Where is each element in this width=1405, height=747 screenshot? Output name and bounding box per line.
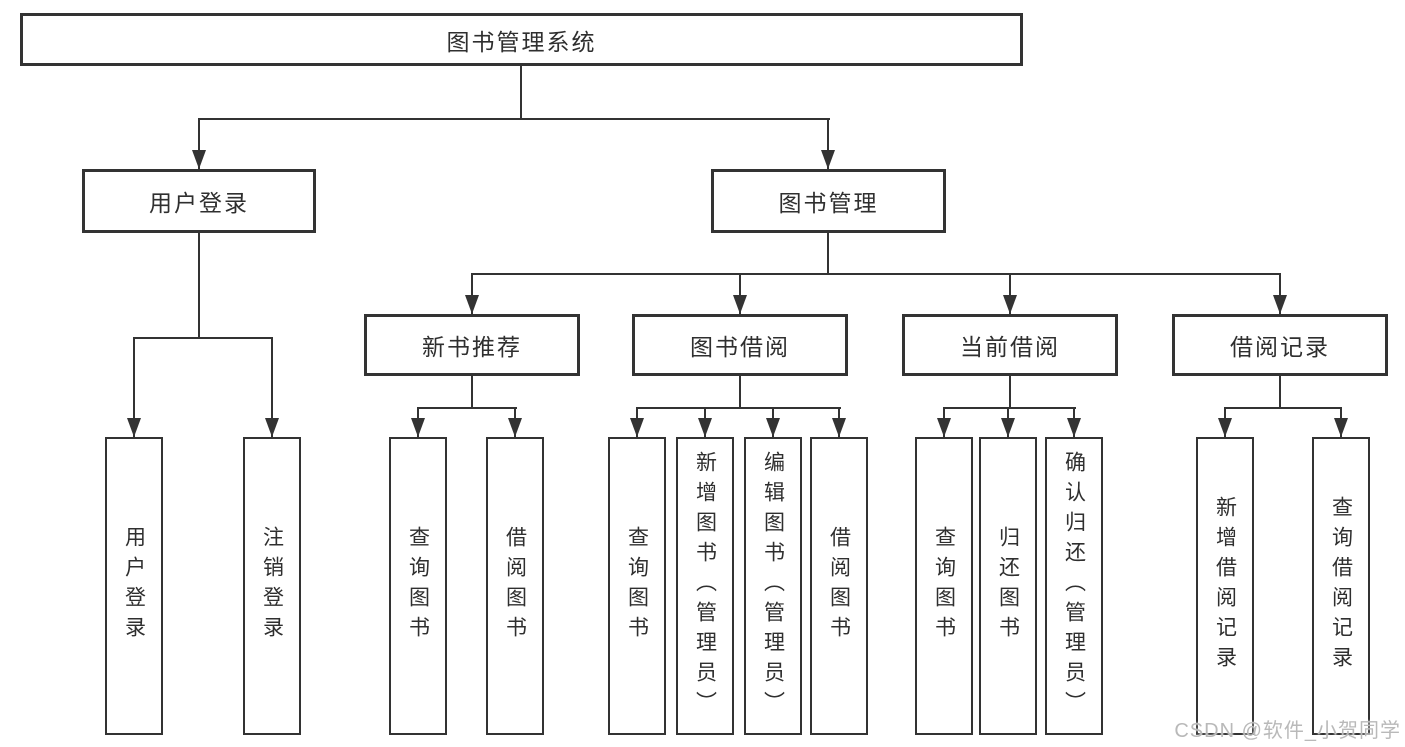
leaf-logout: 注销登录: [243, 437, 301, 735]
leaf-label: 查询图书: [625, 526, 649, 646]
leaf-user-login: 用户登录: [105, 437, 163, 735]
connector-line: [198, 233, 200, 339]
connector-line: [133, 337, 273, 339]
leaf-label: 新增借阅记录: [1213, 496, 1237, 676]
csdn-watermark: CSDN @软件_小贺同学: [1174, 720, 1401, 742]
arrow-down-icon: [192, 118, 206, 169]
leaf-add-books-admin: 新增图书（管理员）: [676, 437, 734, 735]
arrow-down-icon: [832, 407, 846, 437]
connector-line: [520, 64, 522, 120]
arrow-down-icon: [1273, 273, 1287, 314]
connector-line: [198, 118, 830, 120]
arrow-down-icon: [265, 337, 279, 437]
arrow-down-icon: [733, 273, 747, 314]
leaf-label: 编辑图书（管理员）: [761, 451, 785, 721]
leaf-label: 查询图书: [932, 526, 956, 646]
node-borrow-records: 借阅记录: [1172, 314, 1388, 376]
connector-line: [739, 376, 741, 409]
leaf-query-borrow-record: 查询借阅记录: [1312, 437, 1370, 735]
node-root-library-system: 图书管理系统: [20, 13, 1023, 66]
connector-line: [471, 376, 473, 409]
leaf-query-books-current: 查询图书: [915, 437, 973, 735]
connector-line: [1009, 376, 1011, 409]
node-current-borrow: 当前借阅: [902, 314, 1118, 376]
arrow-down-icon: [1334, 407, 1348, 437]
connector-line: [636, 407, 841, 409]
arrow-down-icon: [821, 118, 835, 169]
connector-line: [943, 407, 1076, 409]
arrow-down-icon: [1218, 407, 1232, 437]
leaf-label: 新增图书（管理员）: [693, 451, 717, 721]
leaf-return-books: 归还图书: [979, 437, 1037, 735]
node-user-login: 用户登录: [82, 169, 316, 233]
arrow-down-icon: [127, 337, 141, 437]
leaf-query-books-borrow: 查询图书: [608, 437, 666, 735]
arrow-down-icon: [1001, 407, 1015, 437]
arrow-down-icon: [508, 407, 522, 437]
node-book-management: 图书管理: [711, 169, 946, 233]
arrow-down-icon: [937, 407, 951, 437]
leaf-borrow-books: 借阅图书: [810, 437, 868, 735]
leaf-borrow-books-recommend: 借阅图书: [486, 437, 544, 735]
leaf-label: 借阅图书: [827, 526, 851, 646]
leaf-label: 注销登录: [260, 526, 284, 646]
leaf-confirm-return-admin: 确认归还（管理员）: [1045, 437, 1103, 735]
arrow-down-icon: [1003, 273, 1017, 314]
connector-line: [471, 273, 1281, 275]
arrow-down-icon: [1067, 407, 1081, 437]
connector-line: [1279, 376, 1281, 409]
arrow-down-icon: [465, 273, 479, 314]
leaf-query-books-recommend: 查询图书: [389, 437, 447, 735]
connector-line: [417, 407, 517, 409]
node-book-borrow: 图书借阅: [632, 314, 848, 376]
arrow-down-icon: [411, 407, 425, 437]
leaf-add-borrow-record: 新增借阅记录: [1196, 437, 1254, 735]
arrow-down-icon: [630, 407, 644, 437]
leaf-label: 借阅图书: [503, 526, 527, 646]
leaf-label: 查询图书: [406, 526, 430, 646]
connector-line: [827, 233, 829, 275]
node-new-book-recommend: 新书推荐: [364, 314, 580, 376]
leaf-label: 用户登录: [122, 526, 146, 646]
arrow-down-icon: [698, 407, 712, 437]
leaf-label: 归还图书: [996, 526, 1020, 646]
arrow-down-icon: [766, 407, 780, 437]
leaf-label: 查询借阅记录: [1329, 496, 1353, 676]
leaf-edit-books-admin: 编辑图书（管理员）: [744, 437, 802, 735]
leaf-label: 确认归还（管理员）: [1062, 451, 1086, 721]
connector-line: [1224, 407, 1342, 409]
